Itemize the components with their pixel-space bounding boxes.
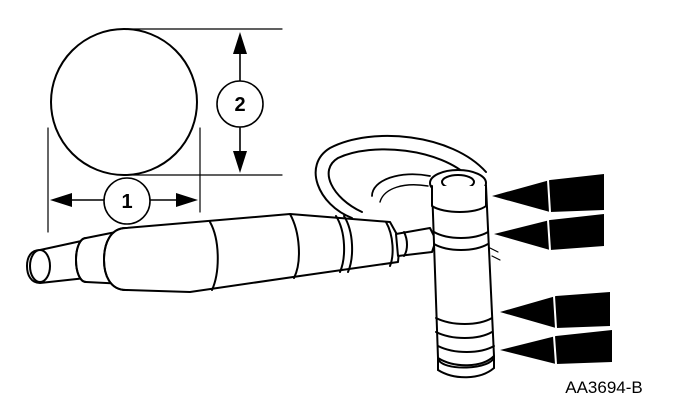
arrowhead-bottom [233,151,247,173]
arrowhead-left [50,193,72,207]
callout-2-label: 2 [234,94,245,116]
arrow-pointer-1 [492,174,604,213]
tool-crossbar [429,169,501,379]
arrow-pointer-4 [500,330,612,365]
dimension-2: 2 [216,32,264,173]
callout-1-bubble [103,177,151,225]
cross-section-circle [50,28,198,176]
measurement-detail: 1 2 [47,28,283,233]
arrowhead-right [176,193,198,207]
tool-shaft [26,213,437,293]
wire-loop [314,134,487,219]
dimension-1: 1 [50,177,198,225]
arrowhead-top [233,32,247,54]
callout-2-bubble [216,80,264,128]
arrow-pointer-2 [494,214,604,251]
figure-reference-code: AA3694-B [565,378,643,397]
shaft-body [103,213,401,293]
shaft-connector [395,227,437,257]
callout-1-label: 1 [121,191,132,213]
arrow-pointer-3 [500,292,610,329]
pointer-arrows [492,174,612,365]
